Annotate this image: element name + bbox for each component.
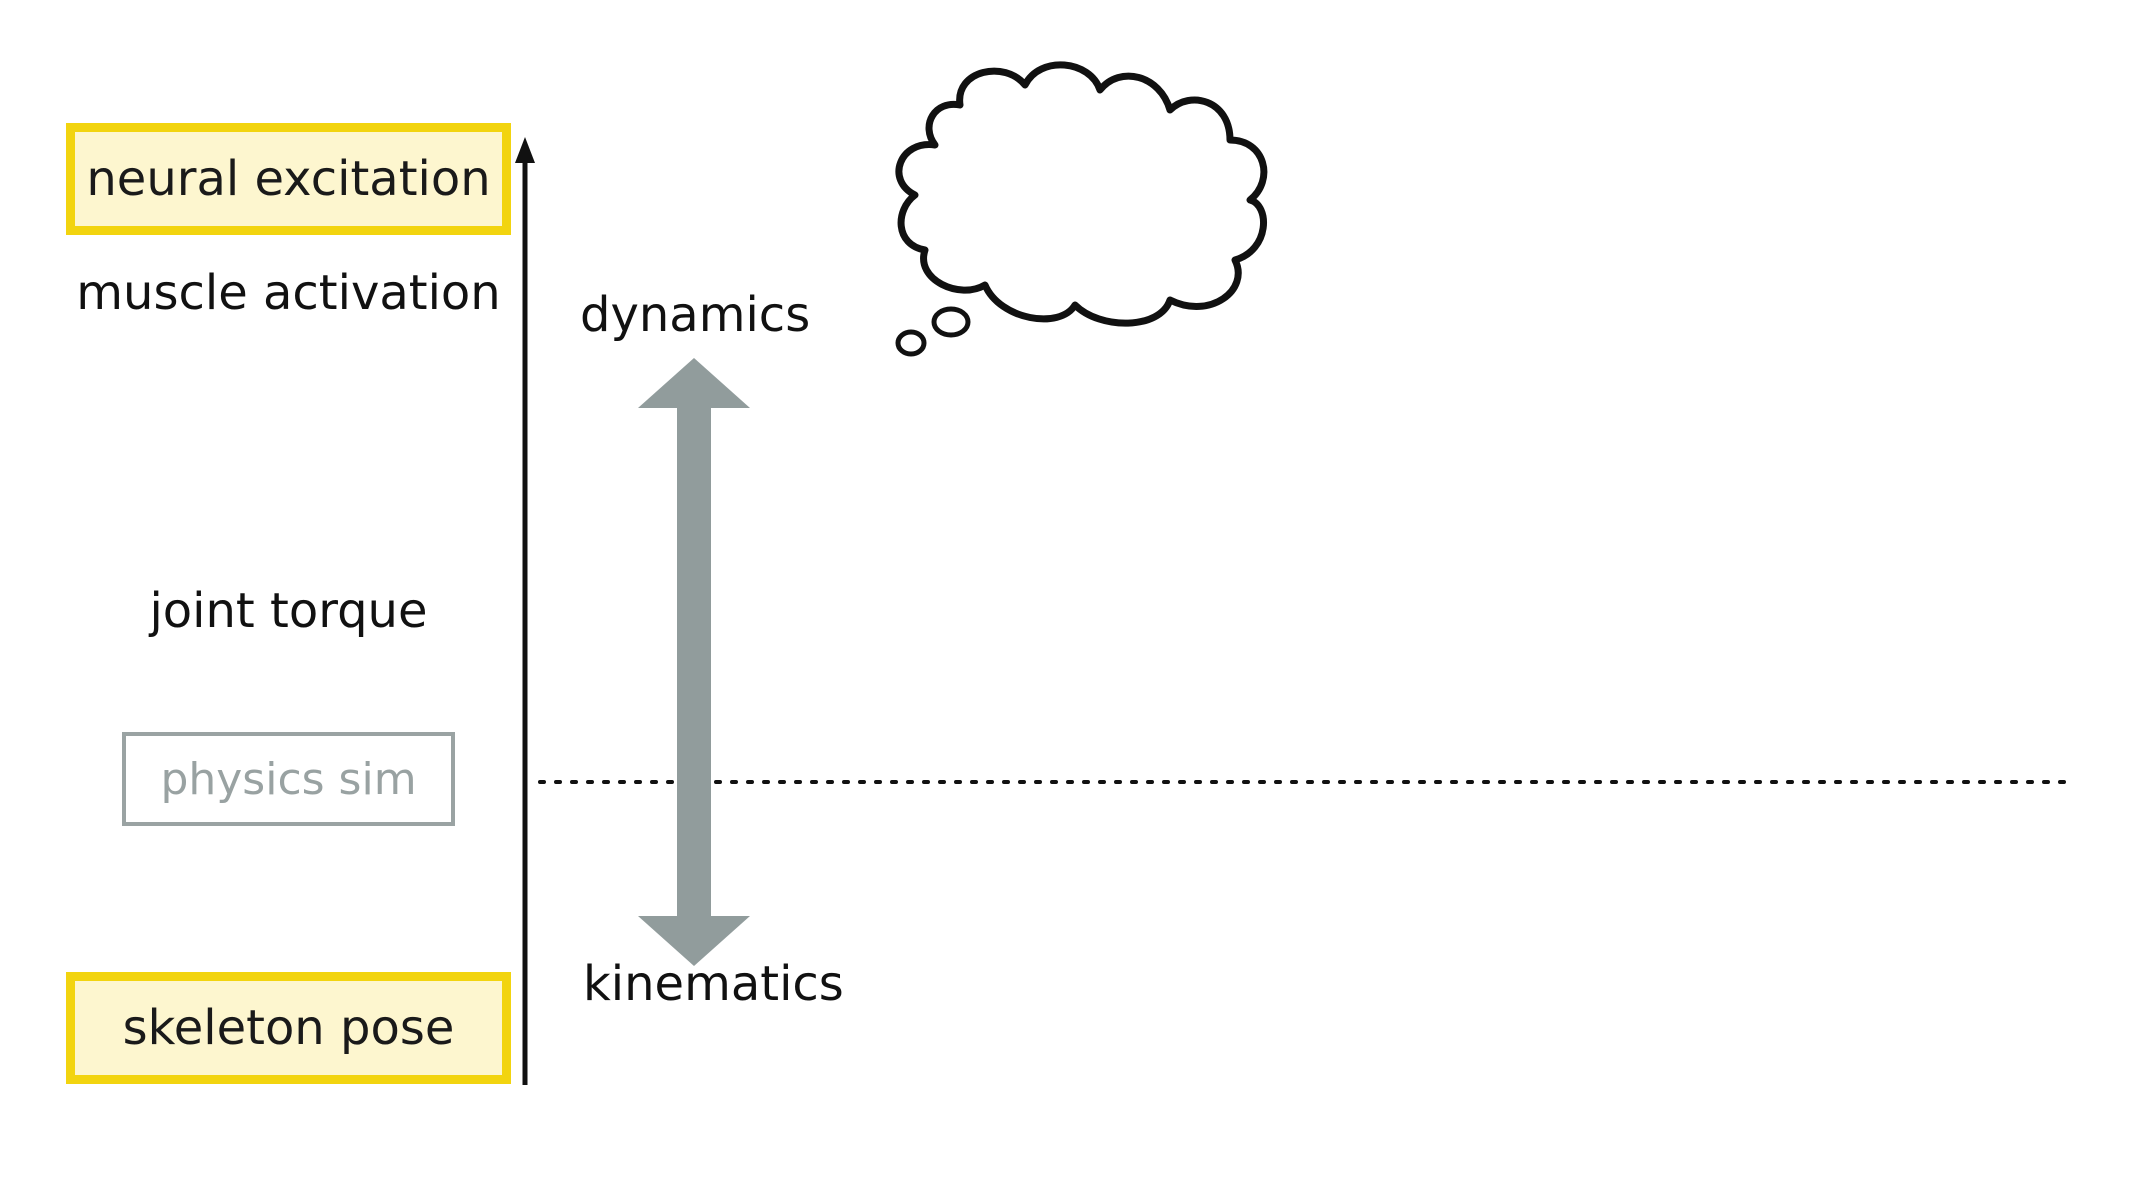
joint-torque-label: joint torque <box>149 583 428 639</box>
skeleton-pose-label: skeleton pose <box>122 1000 455 1056</box>
muscle-activation-label: muscle activation <box>76 265 501 321</box>
vertical-axis-arrow <box>515 137 535 1085</box>
skeleton-pose-box: skeleton pose <box>66 972 511 1084</box>
neural-excitation-box: neural excitation <box>66 123 511 235</box>
thought-bubble-icon <box>895 61 1268 357</box>
thought-bubble-dot-small <box>895 329 927 357</box>
physics-sim-label: physics sim <box>160 753 417 805</box>
thought-bubble-dot-large <box>931 306 971 338</box>
neural-excitation-label: neural excitation <box>86 151 491 207</box>
dynamics-label: dynamics <box>580 287 811 343</box>
double-arrow-icon <box>638 358 750 966</box>
physics-sim-box: physics sim <box>122 732 455 826</box>
kinematics-label: kinematics <box>583 956 844 1012</box>
up-arrow-icon <box>515 137 535 163</box>
